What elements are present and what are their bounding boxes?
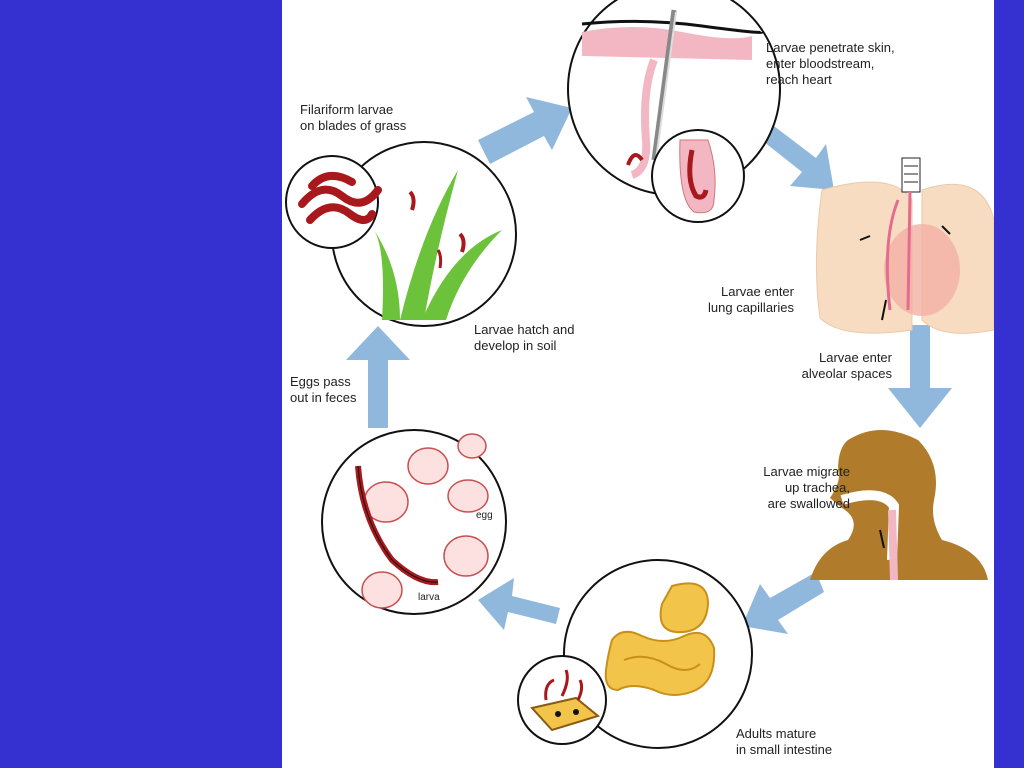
cycle-arrow-icon [888,325,952,428]
label-filariform: Filariform larvae on blades of grass [300,102,406,134]
label-line: alveolar spaces [801,366,892,381]
egg-icon [443,535,489,577]
egg-icon [407,447,449,485]
label-line: Adults mature [736,726,817,741]
label-line: lung capillaries [708,300,794,315]
label-larva: larva [418,592,440,603]
lifecycle-diagram [285,0,994,749]
egg-icon [457,433,487,459]
label-hatch: Larvae hatch and develop in soil [474,322,574,354]
label-line: up trachea, [784,480,850,495]
label-lung-capillaries: Larvae enter lung capillaries [692,284,794,316]
cycle-arrows [346,97,952,634]
lungs-icon [815,157,994,334]
label-line: Larvae migrate [763,464,850,479]
label-egg: egg [476,510,493,521]
label-line: Larvae penetrate skin, [766,40,895,55]
label-line: out in feces [290,390,357,405]
cycle-arrow-icon [742,572,824,634]
label-line: reach heart [766,72,832,87]
skin-section-icon [567,0,781,223]
label-line: Filariform larvae [300,102,394,117]
head-profile-icon [810,430,988,581]
label-line: develop in soil [474,338,557,353]
label-line: in small intestine [736,742,833,757]
label-trachea: Larvae migrate up trachea, are swallowed [746,464,850,512]
label-alveolar: Larvae enter alveolar spaces [784,350,892,382]
cycle-arrow-icon [754,120,834,190]
label-line: Larvae hatch and [474,322,575,337]
label-penetrate: Larvae penetrate skin, enter bloodstream… [766,40,895,88]
egg-icon [447,479,489,513]
cycle-arrow-icon [478,578,560,630]
label-line: enter bloodstream, [766,56,875,71]
grass-icon [285,141,517,327]
cycle-arrow-icon [346,326,410,428]
label-line: Larvae enter [721,284,794,299]
eggs-section [321,429,507,615]
egg-icon [361,571,403,609]
cycle-arrow-icon [478,97,572,164]
label-adults: Adults mature in small intestine [736,726,832,758]
label-eggs-pass: Eggs pass out in feces [290,374,357,406]
intestine-icon [517,559,753,749]
diagram-panel: Filariform larvae on blades of grass Lar… [282,0,994,768]
label-line: Eggs pass [290,374,351,389]
label-line: Larvae enter [819,350,892,365]
label-line: on blades of grass [300,118,407,133]
label-line: are swallowed [767,496,850,511]
